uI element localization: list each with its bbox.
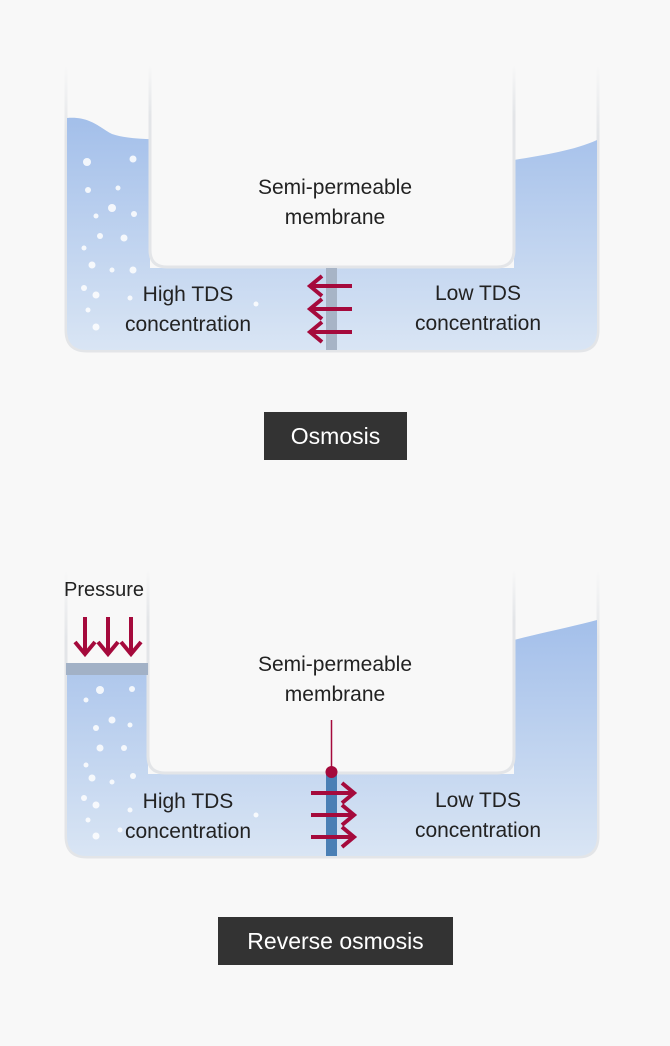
reverse-high-tds-line2: concentration: [124, 820, 252, 843]
reverse-membrane-label: Semi-permeable membrane: [215, 650, 455, 710]
reverse-low-tds-line2: concentration: [414, 819, 542, 842]
reverse-low-tds-line1: Low TDS: [435, 789, 521, 812]
osmosis-membrane-label-line1: Semi-permeable: [257, 176, 413, 199]
osmosis-high-tds-label: High TDS concentration: [98, 280, 278, 340]
osmosis-low-tds-line1: Low TDS: [435, 282, 521, 305]
reverse-low-tds-label: Low TDS concentration: [388, 786, 568, 846]
osmosis-badge: Osmosis: [264, 412, 407, 460]
osmosis-water: [67, 117, 597, 350]
reverse-osmosis-panel: [64, 570, 600, 859]
reverse-high-tds-label: High TDS concentration: [98, 787, 278, 847]
osmosis-particles: [81, 155, 259, 331]
osmosis-high-tds-line2: concentration: [124, 313, 252, 336]
pressure-label: Pressure: [64, 579, 145, 601]
osmosis-container: [64, 65, 600, 353]
osmosis-panel: [64, 65, 600, 353]
osmosis-low-tds-line2: concentration: [414, 312, 542, 335]
membrane-pointer-dot: [325, 766, 338, 778]
reverse-water: [67, 620, 597, 856]
arrow-right-icon: [311, 781, 358, 849]
arrow-left-icon: [306, 274, 352, 344]
reverse-osmosis-badge: Reverse osmosis: [218, 917, 453, 965]
reverse-membrane-label-line2: membrane: [284, 683, 386, 706]
osmosis-low-tds-label: Low TDS concentration: [388, 279, 568, 339]
osmosis-inner-wall: [148, 65, 516, 269]
arrow-down-icon: [73, 617, 143, 658]
pressure-piston: [66, 663, 148, 675]
reverse-particles: [81, 686, 259, 840]
osmosis-membrane-label-line2: membrane: [284, 206, 386, 229]
osmosis-high-tds-line1: High TDS: [142, 283, 234, 306]
reverse-container: [64, 570, 600, 859]
reverse-high-tds-line1: High TDS: [142, 790, 234, 813]
reverse-membrane-label-line1: Semi-permeable: [257, 653, 413, 676]
osmosis-membrane-label: Semi-permeable membrane: [215, 173, 455, 233]
